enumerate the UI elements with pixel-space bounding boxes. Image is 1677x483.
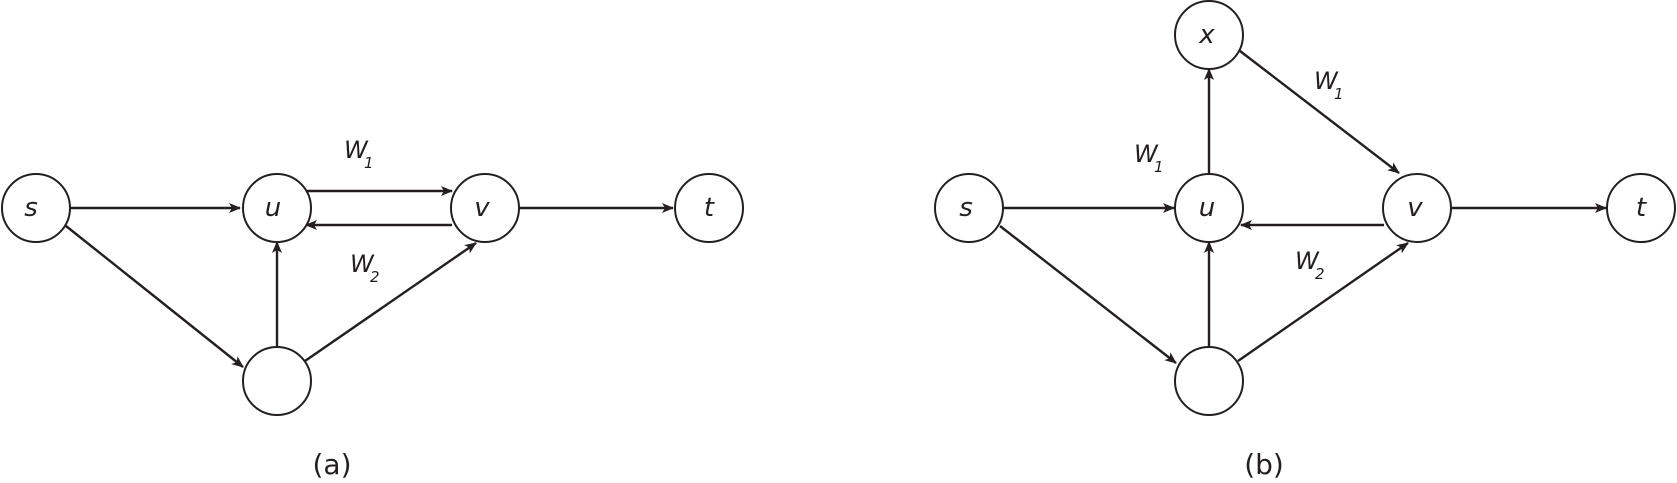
- weight-a-w2: W 2: [350, 250, 380, 286]
- node-b-s-label: s: [959, 193, 973, 223]
- node-b-u-label: u: [1199, 193, 1215, 223]
- figure-a: s u v t W 1 W 2 (a): [1, 136, 744, 481]
- weight-b-w1-left-base: W: [1134, 140, 1159, 168]
- weight-a-w2-base: W: [350, 250, 375, 278]
- node-a-t: t: [674, 173, 744, 243]
- weight-b-w2-base: W: [1295, 247, 1320, 275]
- node-a-s: s: [1, 173, 71, 243]
- weight-a-w1-base: W: [344, 136, 369, 164]
- weight-b-w2: W 2: [1295, 247, 1325, 283]
- weight-a-w1-sub: 1: [364, 154, 374, 172]
- weight-b-w2-sub: 2: [1315, 265, 1325, 283]
- edges-a: [65, 186, 674, 368]
- node-b-t-label: t: [1636, 193, 1647, 223]
- edge-b-s-bottom: [999, 225, 1177, 364]
- node-b-bottom: [1174, 346, 1244, 416]
- figure-b: x s u v t W 1 W 1 W 2: [934, 0, 1676, 481]
- edge-b-x-v: [1239, 50, 1400, 174]
- node-b-x: x: [1174, 0, 1244, 70]
- node-b-t: t: [1606, 173, 1676, 243]
- node-a-u: u: [242, 173, 312, 243]
- weight-a-w1: W 1: [344, 136, 374, 172]
- weight-b-w1-left-sub: 1: [1154, 158, 1164, 176]
- weight-b-w1-right: W 1: [1314, 67, 1344, 103]
- edges-b: [999, 50, 1607, 364]
- node-b-u: u: [1174, 173, 1244, 243]
- edge-a-bottom-v: [304, 242, 477, 362]
- node-b-v: v: [1382, 173, 1452, 243]
- node-b-x-label: x: [1198, 20, 1215, 50]
- edge-a-s-bottom: [65, 225, 244, 368]
- node-a-v: v: [450, 173, 520, 243]
- node-a-v-label: v: [474, 193, 490, 223]
- caption-b: (b): [1244, 448, 1284, 481]
- node-a-s-label: s: [24, 193, 38, 223]
- node-a-t-label: t: [704, 193, 715, 223]
- node-a-bottom: [242, 346, 312, 416]
- node-a-u-label: u: [265, 193, 281, 223]
- weight-b-w1-left: W 1: [1134, 140, 1164, 176]
- node-b-s: s: [934, 173, 1004, 243]
- node-b-v-label: v: [1407, 193, 1423, 223]
- weight-b-w1-right-base: W: [1314, 67, 1339, 95]
- weight-a-w2-sub: 2: [370, 268, 380, 286]
- weight-b-w1-right-sub: 1: [1334, 85, 1344, 103]
- caption-a: (a): [312, 448, 351, 481]
- edge-b-bottom-v: [1237, 242, 1409, 362]
